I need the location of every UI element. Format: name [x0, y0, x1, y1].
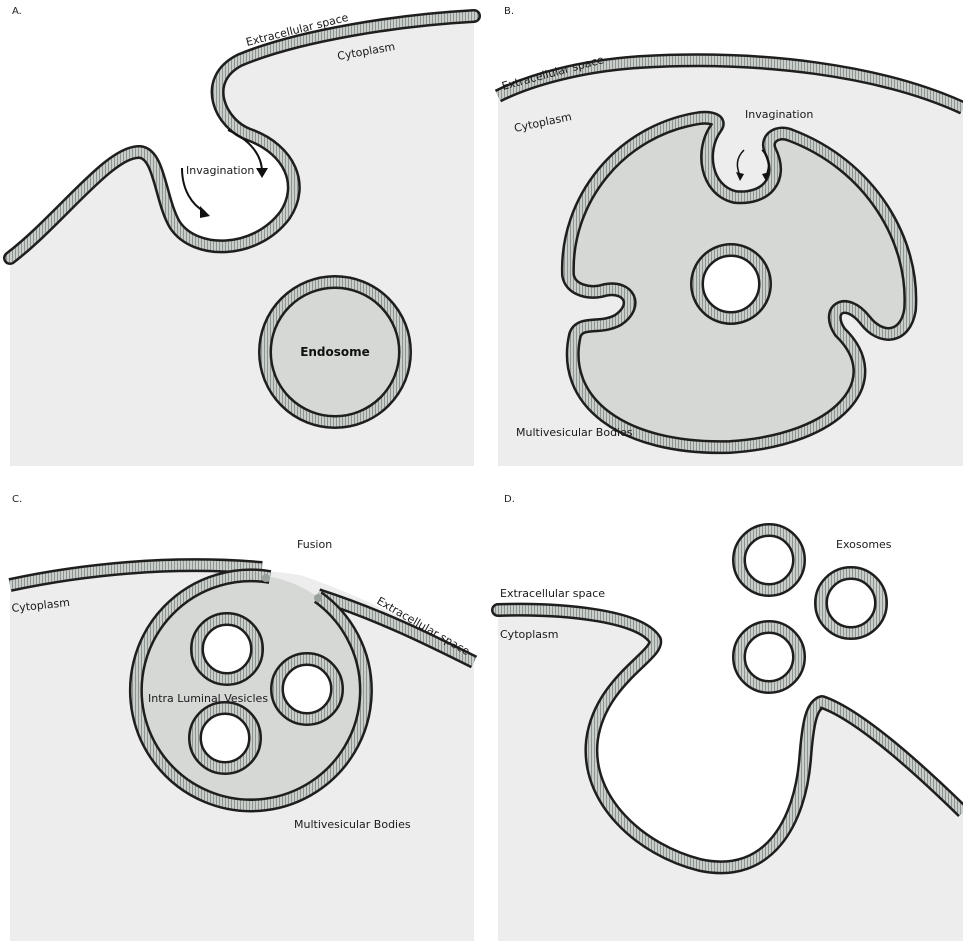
panel-a-letter: A. — [12, 6, 22, 17]
exosome-1 — [739, 530, 799, 590]
exosomes-label: Exosomes — [836, 538, 892, 551]
panel-a-invagination-label: Invagination — [186, 164, 254, 177]
ilv-label: Intra Luminal Vesicles — [148, 692, 268, 705]
panel-c-letter: C. — [12, 494, 22, 505]
panel-c: C. Fusion Cytoplasm Extracellular space … — [10, 486, 474, 941]
panel-b-letter: B. — [504, 6, 514, 17]
panel-a: A. Extracellular space Cytoplasm Invagin… — [10, 6, 474, 466]
panel-c-ilv-2 — [277, 659, 337, 719]
endosome-label: Endosome — [300, 345, 370, 359]
panel-b-mvb-label: Multivesicular Bodies — [516, 426, 633, 439]
panel-d: D. Extracellular space Cytoplasm Exosome… — [498, 486, 963, 941]
panel-b-intraluminal-vesicle — [697, 250, 765, 318]
panel-c-ilv-3 — [195, 708, 255, 768]
panel-d-letter: D. — [504, 494, 515, 505]
exosome-2 — [821, 573, 881, 633]
panel-d-cytoplasm-label: Cytoplasm — [500, 628, 558, 641]
panel-b-invagination-label: Invagination — [745, 108, 813, 121]
panel-c-ilv-1 — [197, 619, 257, 679]
panel-c-mvb-label: Multivesicular Bodies — [294, 818, 411, 831]
exosome-3 — [739, 627, 799, 687]
fusion-label: Fusion — [297, 538, 332, 551]
panel-d-extracellular-label: Extracellular space — [500, 587, 605, 600]
panel-b: B. Extracellular space Cytoplasm Invagin… — [498, 6, 963, 466]
